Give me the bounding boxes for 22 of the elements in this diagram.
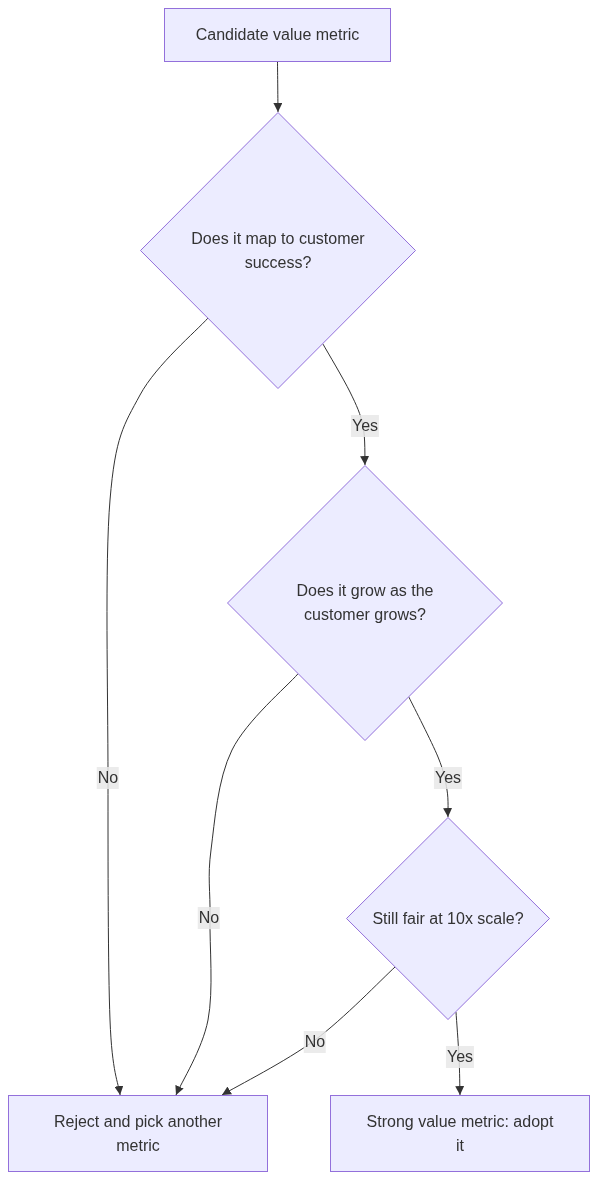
node-text: Does it grow as the customer grows? — [295, 581, 435, 625]
decision-diamond — [346, 817, 550, 1020]
process-box — [164, 8, 391, 62]
edge-label: No — [96, 767, 120, 789]
edge-label: Yes — [445, 1046, 475, 1068]
arrow — [221, 966, 396, 1096]
edge-label: No — [197, 907, 221, 929]
edge-label: No — [303, 1031, 327, 1053]
node-text: Still fair at 10x scale? — [372, 908, 524, 929]
node-text: Reject and pick another metric — [52, 1111, 224, 1156]
decision-diamond — [140, 112, 416, 389]
arrow — [106, 317, 209, 1096]
edge-label: Yes — [433, 767, 463, 789]
node-text: Does it map to customer success? — [190, 228, 366, 273]
node-text: Strong value metric: adopt it — [365, 1111, 555, 1156]
decision-diamond — [227, 465, 503, 741]
arrow — [175, 673, 299, 1096]
process-box — [330, 1095, 590, 1172]
process-box — [8, 1095, 268, 1172]
node-text: Candidate value metric — [195, 25, 360, 45]
arrow — [273, 61, 283, 113]
edge-label: Yes — [350, 415, 380, 437]
